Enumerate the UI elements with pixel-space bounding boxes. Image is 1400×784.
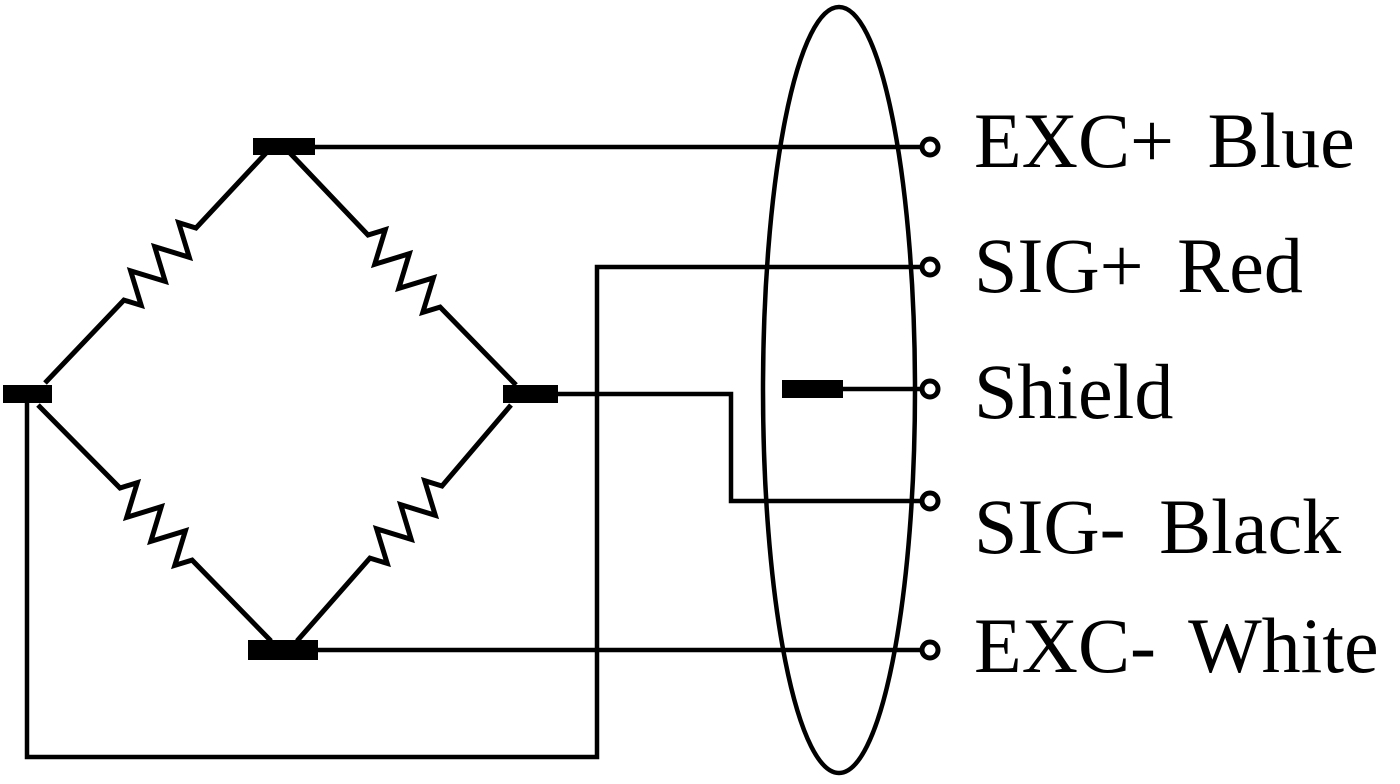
resistor-bottom-left-icon <box>36 403 273 643</box>
terminal-ring-sig-plus <box>919 256 941 278</box>
terminal-label-exc-minus: EXC- White <box>974 602 1379 689</box>
terminal-ring-exc-plus <box>919 136 941 158</box>
wire-sig-plus <box>24 264 922 760</box>
terminal-ring-shield <box>919 378 941 400</box>
terminal-ring-sig-minus <box>919 490 941 512</box>
shield-block <box>782 380 843 398</box>
terminal-label-shield: Shield <box>974 348 1174 435</box>
bridge-node-right <box>503 385 558 403</box>
terminal-rings <box>919 136 941 661</box>
resistor-top-left-icon <box>43 150 269 385</box>
bridge-node-left <box>3 385 52 403</box>
resistor-top-right-icon <box>287 150 518 387</box>
bridge-node-bottom <box>248 640 318 660</box>
wires <box>24 144 922 760</box>
resistor-bottom-right-icon <box>295 403 513 643</box>
terminal-ring-exc-minus <box>919 639 941 661</box>
bridge-node-top <box>253 138 315 155</box>
wheatstone-bridge <box>3 138 558 660</box>
wire-sig-minus <box>558 391 922 504</box>
terminal-label-exc-plus: EXC+ Blue <box>974 97 1355 184</box>
cable-sheath-ellipse <box>760 4 918 776</box>
terminal-label-sig-plus: SIG+ Red <box>974 222 1303 309</box>
terminal-label-sig-minus: SIG- Black <box>974 483 1342 570</box>
